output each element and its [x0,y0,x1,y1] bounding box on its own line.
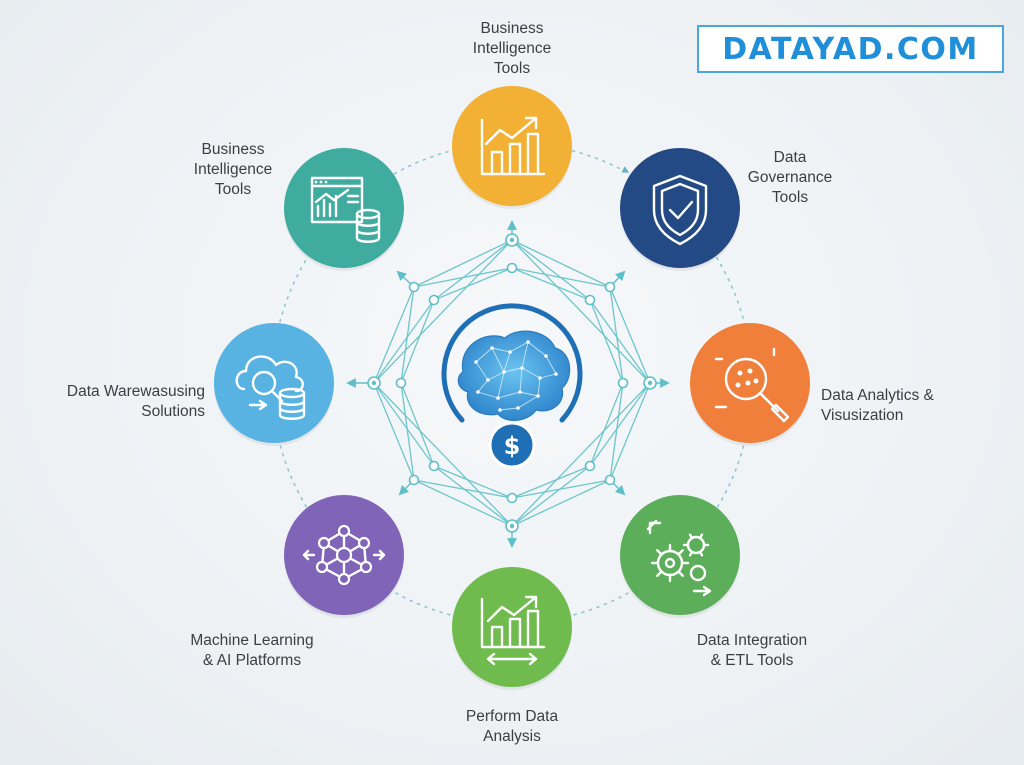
node-circle-business-intelligence-top [452,86,572,206]
node-label-business-intelligence-top: Business Intelligence Tools [472,20,552,77]
node-business-intelligence-left [284,148,404,271]
node-label-business-intelligence-left: Business Intelligence Tools [193,141,273,198]
brand-logo-box: DATAYAD.COM [697,25,1004,73]
dollar-icon: $ [488,421,536,469]
node-label-data-warehousing: Data Warewasusing Solutions [66,383,205,420]
cloud-database-icon [235,355,306,420]
magnifier-analytics-icon [714,347,790,423]
shield-check-icon [652,174,708,246]
node-label-data-integration: Data Integration & ETL Tools [696,632,808,669]
tool-nodes [214,86,810,690]
svg-text:$: $ [504,432,521,460]
node-data-governance [620,148,740,271]
node-circle-business-intelligence-left [284,148,404,268]
gears-icon [646,519,712,597]
bar-chart-arrows-icon [480,595,546,666]
node-data-warehousing [214,323,334,446]
node-label-data-governance: Data Governance Tools [747,149,833,206]
network-nodes-icon [302,524,386,586]
node-circle-data-governance [620,148,740,268]
dashboard-database-icon [310,176,381,243]
node-data-analytics [690,323,810,446]
bar-chart-trend-icon [480,116,546,176]
node-label-data-analytics: Data Analytics & Visusization [821,387,934,424]
node-data-integration [620,495,740,618]
brain-network-icon [457,330,571,421]
node-perform-data-analysis [452,567,572,690]
central-hub: $ [441,303,583,469]
node-circle-perform-data-analysis [452,567,572,687]
node-business-intelligence-top [452,86,572,209]
node-label-perform-data-analysis: Perform Data Analysis [465,708,559,745]
node-label-machine-learning: Machine Learning & AI Platforms [190,632,314,669]
node-machine-learning [284,495,404,618]
brand-logo-text: DATAYAD.COM [722,31,979,67]
central-network-mesh [346,220,670,548]
